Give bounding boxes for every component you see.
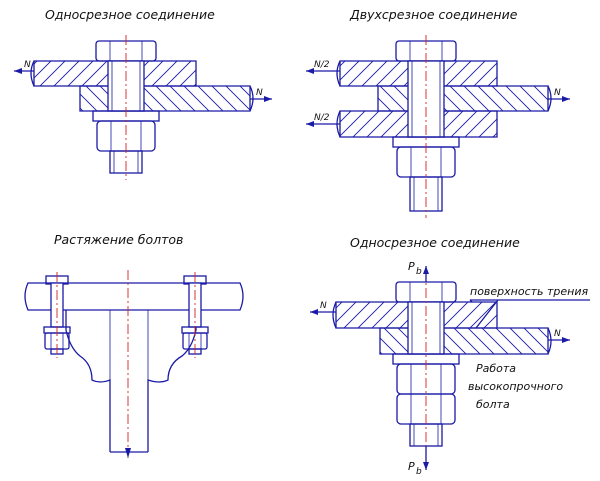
high-strength-bolt-note: Работа высокопрочного болта bbox=[468, 362, 563, 411]
plate-lower-4 bbox=[379, 327, 552, 355]
panel-friction-joint: Односрезное соединение bbox=[310, 235, 590, 477]
force-pb-bottom-4: P b bbox=[408, 446, 429, 477]
svg-text:N: N bbox=[554, 329, 561, 339]
friction-surface-label: поверхность трения bbox=[470, 285, 589, 298]
bolt-right-3 bbox=[181, 272, 209, 358]
force-arrow-left-4: N bbox=[310, 301, 336, 315]
title-single-shear-friction: Односрезное соединение bbox=[350, 235, 520, 250]
force-arrow-bottom-left-2: N/2 bbox=[306, 113, 340, 127]
tension-arrow-3 bbox=[125, 448, 131, 458]
force-arrow-right-4: N bbox=[548, 329, 570, 343]
svg-text:N: N bbox=[554, 88, 561, 98]
title-double-shear: Двухсрезное соединение bbox=[349, 7, 518, 22]
svg-text:Работа: Работа bbox=[476, 362, 516, 375]
svg-text:P: P bbox=[408, 260, 415, 273]
svg-text:N/2: N/2 bbox=[314, 113, 330, 123]
svg-text:N: N bbox=[320, 301, 327, 311]
svg-text:болта: болта bbox=[476, 398, 510, 411]
stem-right-edge-3 bbox=[147, 310, 197, 452]
title-bolt-tension: Растяжение болтов bbox=[54, 232, 183, 247]
svg-text:b: b bbox=[416, 467, 422, 477]
force-arrow-left-1: N bbox=[14, 60, 34, 74]
flange-plate-3 bbox=[24, 282, 244, 311]
svg-text:высокопрочного: высокопрочного bbox=[468, 380, 563, 393]
panel-double-shear: Двухсрезное соединение bbox=[306, 7, 570, 218]
svg-text:N: N bbox=[24, 60, 31, 70]
plate-lower-1 bbox=[79, 85, 254, 112]
panel-bolt-tension: Растяжение болтов bbox=[24, 232, 244, 458]
panel-single-shear: Односрезное соединение bbox=[14, 7, 272, 180]
force-arrow-right-1: N bbox=[250, 88, 272, 102]
bolt-left-3 bbox=[43, 272, 71, 358]
force-arrow-right-2: N bbox=[548, 88, 570, 102]
svg-text:b: b bbox=[416, 267, 422, 277]
svg-text:N/2: N/2 bbox=[314, 60, 330, 70]
title-single-shear: Односрезное соединение bbox=[45, 7, 215, 22]
friction-surface-callout: поверхность трения bbox=[469, 285, 590, 329]
force-pb-top-4: P b bbox=[408, 260, 429, 282]
plate-middle-2 bbox=[377, 85, 552, 112]
svg-text:N: N bbox=[256, 88, 263, 98]
force-arrow-top-left-2: N/2 bbox=[306, 60, 340, 74]
svg-text:P: P bbox=[408, 460, 415, 473]
stem-left-edge-3 bbox=[65, 310, 111, 452]
